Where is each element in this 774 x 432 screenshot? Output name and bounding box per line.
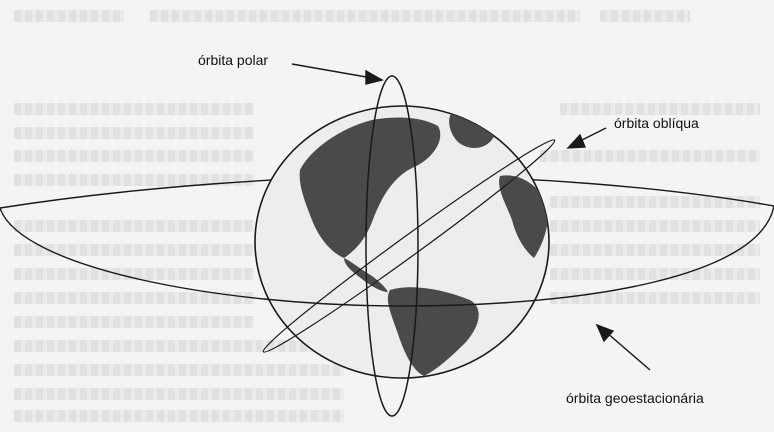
geostationary-orbit-label: órbita geoestacionária (566, 390, 704, 406)
oblique-orbit-label: órbita oblíqua (614, 115, 699, 131)
geostationary-arrow (597, 325, 650, 370)
oblique-arrow (568, 128, 606, 148)
polar-arrow (292, 64, 382, 84)
globe (255, 106, 549, 378)
polar-orbit-label: órbita polar (198, 52, 268, 68)
